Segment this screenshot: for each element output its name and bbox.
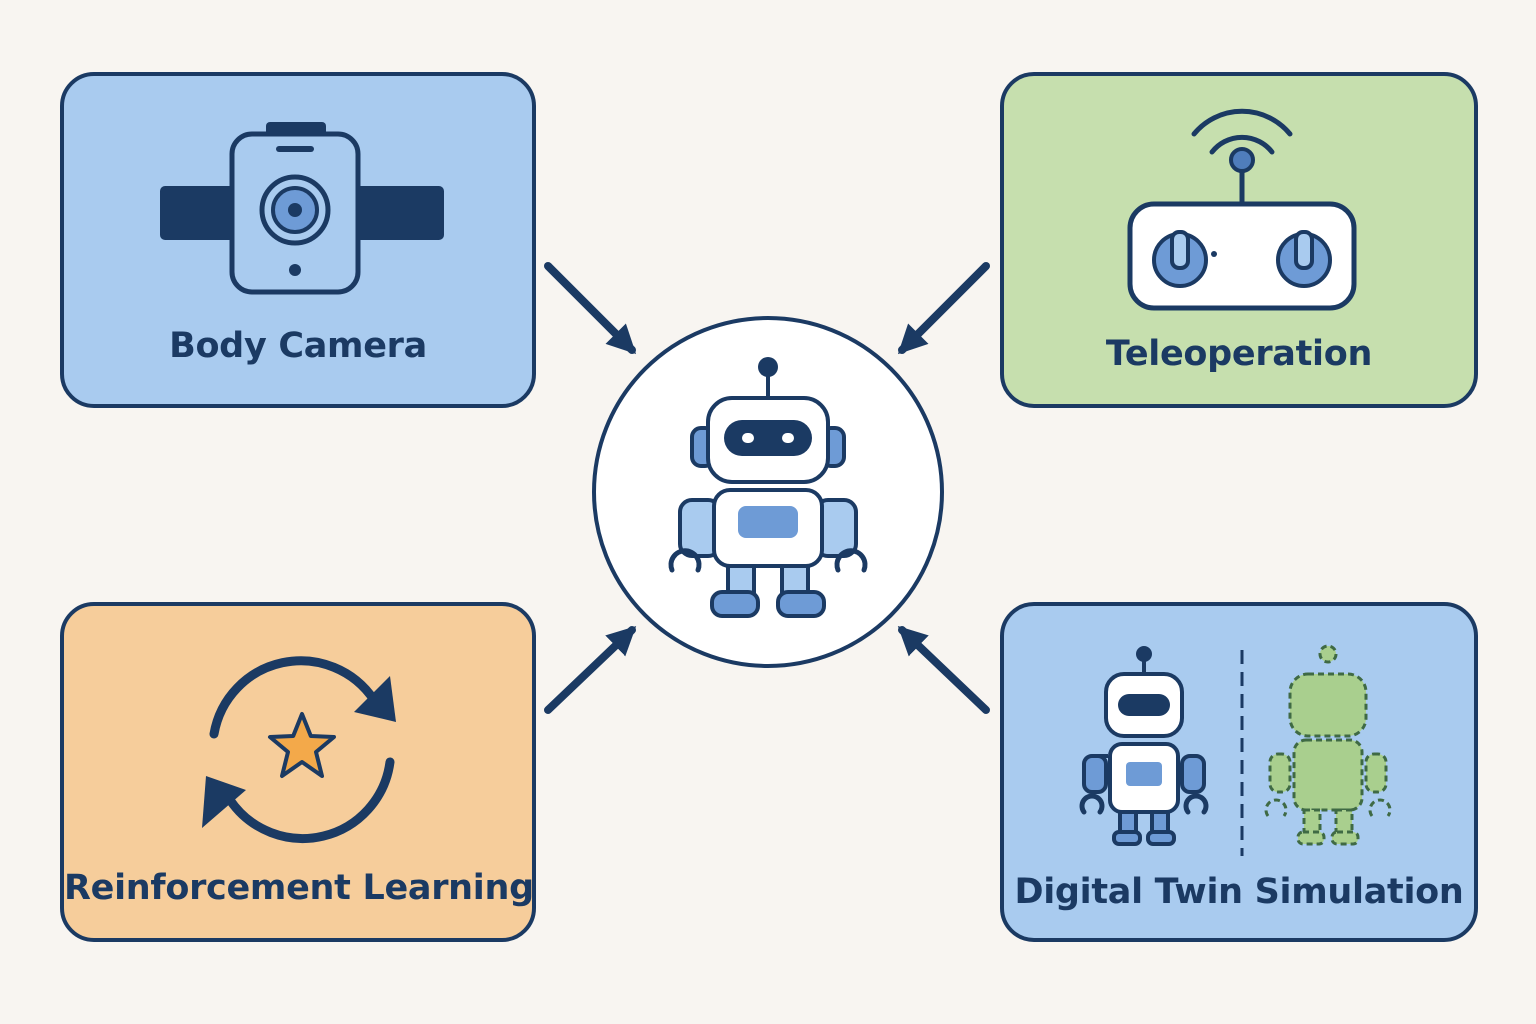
robot-icon	[668, 357, 868, 618]
arrow-body-camera-to-robot	[544, 262, 637, 355]
twin-robot-real	[1079, 646, 1209, 846]
arrow-digital-twin-to-robot	[897, 626, 990, 714]
digital-twin-simulation-card: Digital Twin Simulation	[1000, 602, 1478, 942]
body-camera-label: Body Camera	[169, 326, 427, 366]
teleoperation-card: Teleoperation	[1000, 72, 1478, 408]
reinforcement-learning-label: Reinforcement Learning	[64, 868, 534, 908]
body-camera-icon	[160, 122, 444, 295]
digital-twin-simulation-label: Digital Twin Simulation	[1014, 872, 1464, 912]
cycle-star-icon	[202, 656, 396, 843]
arrow-reinforcement-learning-to-robot	[544, 626, 637, 714]
remote-controller-icon	[1127, 108, 1357, 311]
robot-twin-icon	[1079, 644, 1392, 856]
reinforcement-learning-card: Reinforcement Learning	[60, 602, 536, 942]
body-camera-card: Body Camera	[60, 72, 536, 408]
teleoperation-label: Teleoperation	[1105, 334, 1373, 374]
arrow-teleoperation-to-robot	[897, 262, 990, 355]
twin-robot-ghost	[1264, 644, 1392, 846]
